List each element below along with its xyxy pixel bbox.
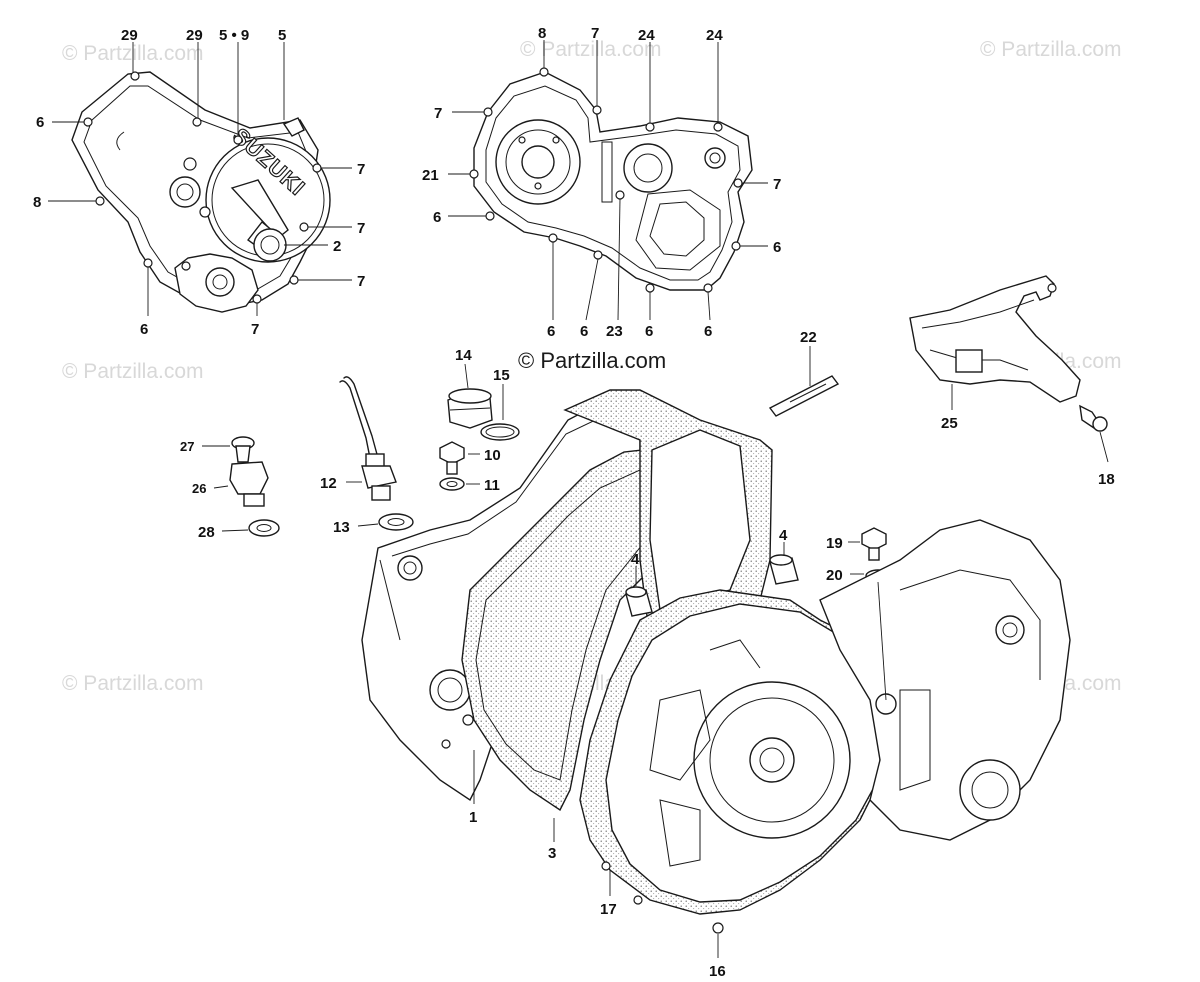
callout-label: 16 [709, 963, 726, 980]
callout-label: 17 [600, 901, 617, 918]
callout-label: 6 [645, 323, 653, 340]
callout-label: 3 [548, 845, 556, 862]
callout-label: 1 [469, 809, 477, 826]
callout-label: 24 [638, 27, 655, 44]
watermark-text: © Partzilla.com [980, 38, 1122, 61]
small-parts-drawing [229, 275, 1108, 583]
callout-label: 12 [320, 475, 337, 492]
clutch-cover-drawing: SUZUKI [71, 71, 331, 313]
callout-label: 6 [773, 239, 781, 256]
crankcase-drawing [361, 389, 1071, 934]
callout-label: 25 [941, 415, 958, 432]
callout-label: 6 [36, 114, 44, 131]
partzilla-credit: © Partzilla.com [518, 348, 666, 373]
callout-label: 20 [826, 567, 843, 584]
callout-label: 27 [180, 439, 194, 454]
middle-gasket-drawing [469, 67, 753, 293]
callout-label: 8 [33, 194, 41, 211]
callout-label: 4 [779, 527, 788, 544]
callout-label: 13 [333, 519, 350, 536]
callout-label: 6 [704, 323, 712, 340]
watermark-text: © Partzilla.com [62, 672, 204, 695]
callout-label: 19 [826, 535, 843, 552]
callout-label: 7 [357, 161, 365, 178]
callout-label: 15 [493, 367, 510, 384]
watermark-text: © Partzilla.com [520, 38, 662, 61]
callout-label: 2 [333, 238, 341, 255]
crankcase-callouts: 4 4 1 3 17 16 [469, 527, 788, 980]
callout-label: 10 [484, 447, 501, 464]
callout-label: 7 [251, 321, 259, 338]
middle-gasket-callouts: 8 7 24 24 7 21 7 6 6 6 6 23 6 6 [422, 25, 781, 340]
callout-label: 5 [278, 27, 286, 44]
callout-label: 5 • 9 [219, 27, 249, 44]
callout-label: 23 [606, 323, 623, 340]
callout-label: 28 [198, 524, 215, 541]
callout-label: 22 [800, 329, 817, 346]
callout-label: 6 [547, 323, 555, 340]
callout-label: 11 [484, 477, 500, 494]
callout-label: 8 [538, 25, 546, 42]
callout-label: 18 [1098, 471, 1115, 488]
callout-label: 29 [186, 27, 203, 44]
callout-label: 7 [357, 273, 365, 290]
callout-label: 26 [192, 481, 206, 496]
callout-label: 7 [591, 25, 599, 42]
callout-label: 21 [422, 167, 439, 184]
callout-label: 7 [357, 220, 365, 237]
clutch-cover-callouts: 29 29 5 • 9 5 6 8 7 7 2 7 6 7 [33, 27, 365, 338]
callout-label: 29 [121, 27, 138, 44]
callout-label: 6 [140, 321, 148, 338]
small-parts-callouts: 14 15 10 11 12 13 27 26 28 22 25 18 19 2… [180, 329, 1115, 584]
callout-label: 14 [455, 347, 472, 364]
callout-label: 6 [580, 323, 588, 340]
callout-label: 24 [706, 27, 723, 44]
watermark-text: © Partzilla.com [62, 360, 204, 383]
callout-label: 6 [433, 209, 441, 226]
callout-label: 7 [434, 105, 442, 122]
callout-label: 7 [773, 176, 781, 193]
callout-label: 4 [631, 551, 640, 568]
